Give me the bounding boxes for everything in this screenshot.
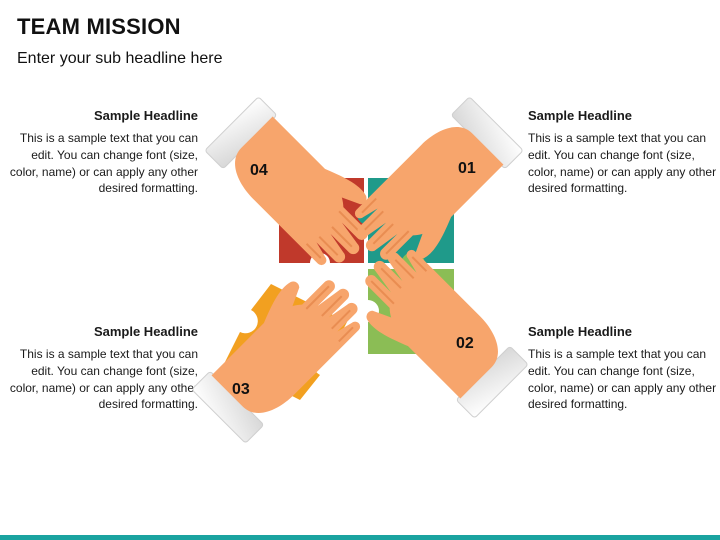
- step-number-04: 04: [250, 162, 268, 179]
- hand-04: [205, 97, 368, 266]
- step-number-01: 01: [458, 160, 476, 177]
- hand-03: [192, 280, 361, 443]
- page-title: TEAM MISSION: [17, 14, 181, 39]
- headline-02: Sample Headline: [528, 324, 633, 339]
- page-subtitle: Enter your sub headline here: [17, 50, 223, 67]
- step-number-02: 02: [456, 335, 474, 352]
- body-text-02: This is a sample text that you can edit.…: [528, 347, 717, 412]
- hand-02: [365, 249, 528, 418]
- step-number-03: 03: [232, 381, 250, 398]
- text-block-04: Sample Headline This is a sample text th…: [8, 108, 198, 197]
- bottom-accent-bar: [0, 535, 720, 540]
- text-block-01: Sample Headline This is a sample text th…: [528, 108, 718, 197]
- headline-04: Sample Headline: [93, 108, 198, 123]
- hand-01: [354, 97, 523, 260]
- body-text-01: This is a sample text that you can edit.…: [528, 131, 717, 196]
- text-block-03: Sample Headline This is a sample text th…: [8, 324, 198, 413]
- body-text-04: This is a sample text that you can edit.…: [9, 131, 198, 196]
- text-block-02: Sample Headline This is a sample text th…: [528, 324, 718, 413]
- body-text-03: This is a sample text that you can edit.…: [9, 347, 198, 412]
- headline-03: Sample Headline: [93, 324, 198, 339]
- headline-01: Sample Headline: [528, 108, 633, 123]
